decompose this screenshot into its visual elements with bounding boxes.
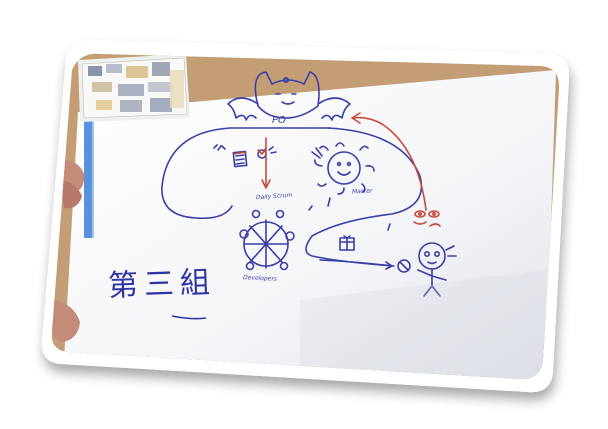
stick-figure-customer-icon [397, 242, 457, 297]
paper-sheet [64, 70, 556, 380]
hand-left-bottom [51, 300, 80, 342]
product-owner-label: PO [272, 115, 286, 126]
stick-figure-team-icon [239, 209, 295, 271]
scrum-master-label: Master [351, 187, 373, 196]
gift-box-icon [339, 235, 355, 251]
scrum-cycle-loop [161, 127, 423, 267]
feedback-arrow [351, 116, 427, 211]
sun-face-scrum-master-icon [311, 142, 375, 195]
sticky-note-board-icon [78, 54, 190, 122]
eyes-icon [413, 210, 441, 227]
backlog-note-icon [232, 150, 248, 168]
team-title: 第三組 [107, 265, 217, 304]
monster-product-owner-icon [227, 71, 351, 121]
